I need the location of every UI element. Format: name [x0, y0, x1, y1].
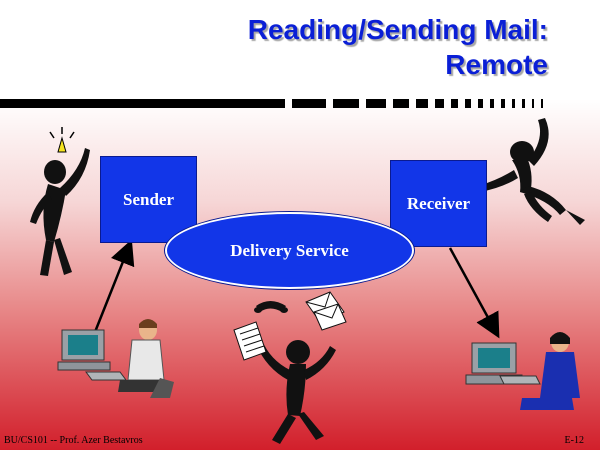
receiver-box: Receiver: [390, 160, 487, 247]
computer-user-icon: [57, 319, 174, 398]
mail-envelopes-icon: [305, 291, 347, 331]
sender-label: Sender: [123, 189, 174, 209]
title-underline-bar: [0, 99, 543, 108]
footer-course-credit: BU/CS101 -- Prof. Azer Bestavros: [4, 435, 143, 446]
receiver-label: Receiver: [406, 193, 471, 213]
telephone-icon: [254, 301, 288, 313]
title-line-1: Reading/Sending Mail:: [247, 14, 548, 45]
slide-title: Reading/Sending Mail: Remote: [248, 12, 548, 82]
computer-user-icon: [465, 332, 580, 410]
person-idea-icon: [30, 127, 90, 276]
title-line-2: Remote: [445, 49, 548, 80]
notepad-icon: [233, 321, 267, 361]
person-juggling-icon: [256, 340, 336, 444]
person-dancing-icon: [478, 118, 585, 225]
receiver-arrow: [448, 247, 500, 339]
delivery-service-label: Delivery Service: [230, 240, 349, 260]
footer-slide-number: E-12: [564, 435, 584, 446]
sender-box: Sender: [100, 156, 197, 243]
sender-arrow: [93, 239, 135, 333]
delivery-service-ellipse: Delivery Service: [165, 212, 414, 289]
